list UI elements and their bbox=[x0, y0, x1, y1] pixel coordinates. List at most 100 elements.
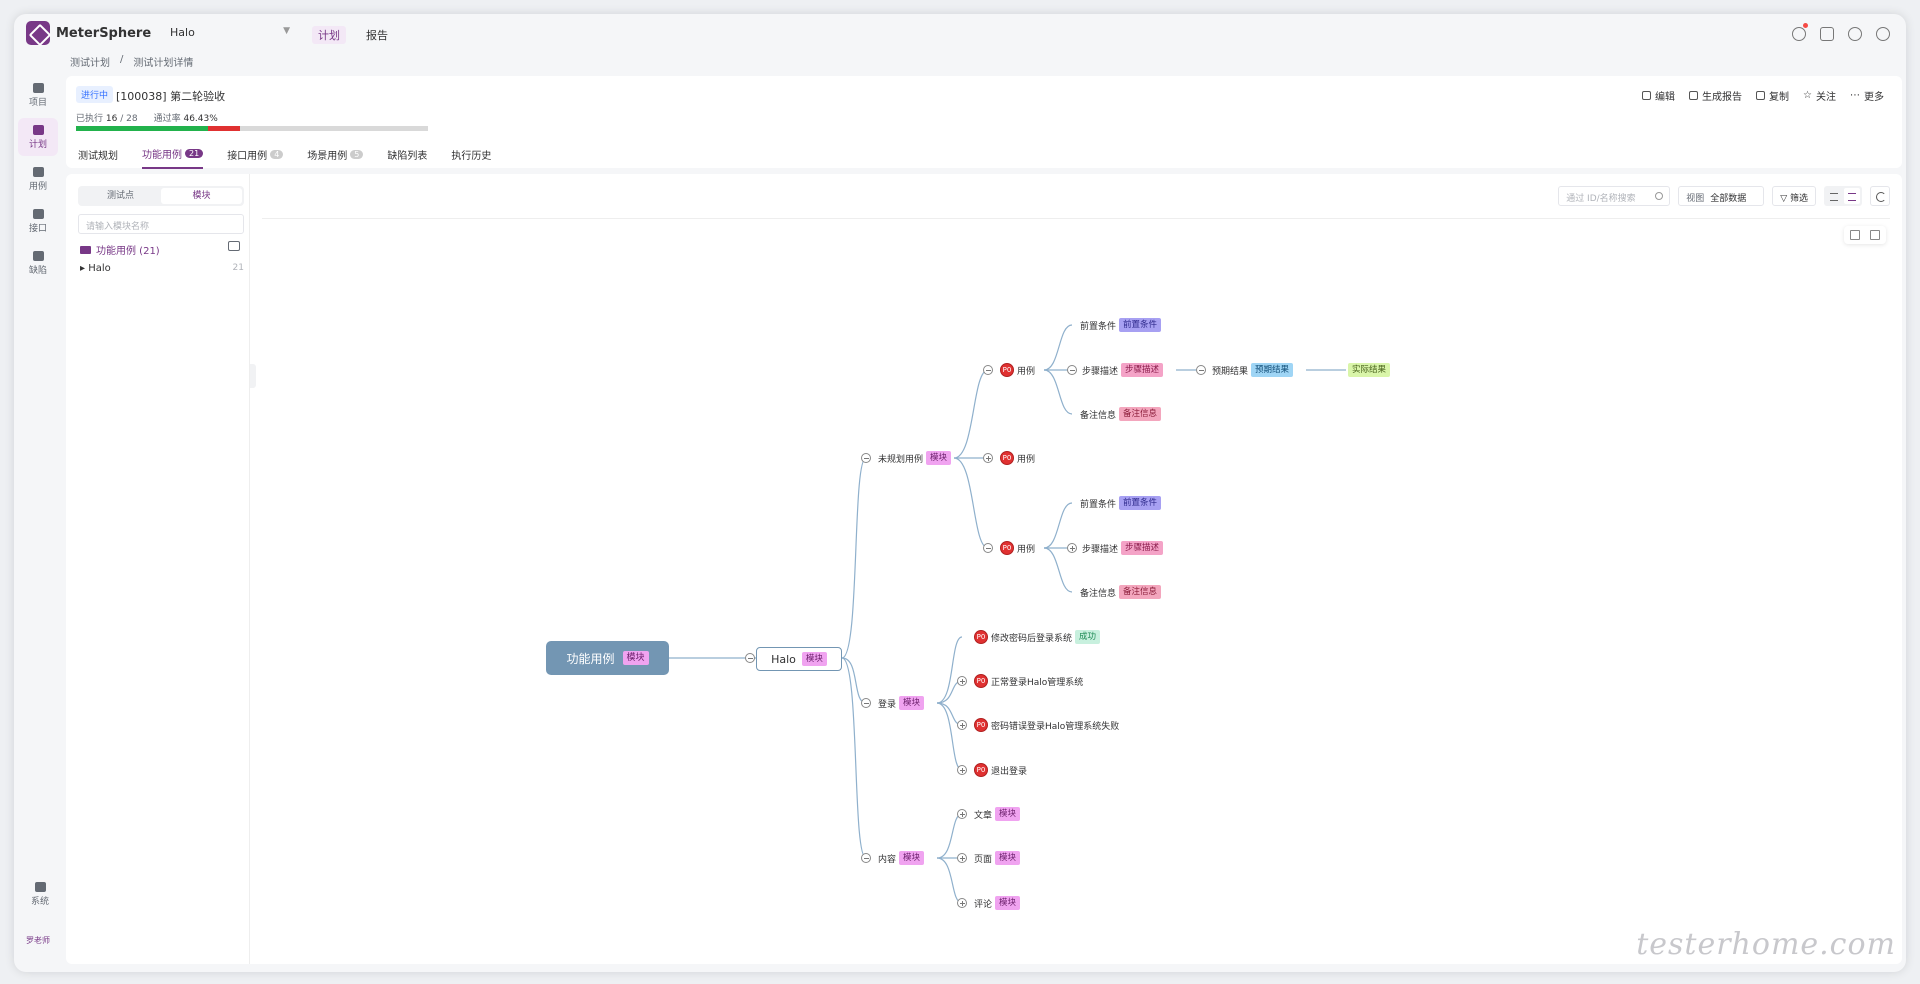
module-search-input[interactable]: 请输入模块名称 bbox=[78, 214, 244, 234]
expand-toggle-icon[interactable] bbox=[957, 765, 967, 775]
collapse-toggle-icon[interactable] bbox=[1196, 365, 1206, 375]
node-label: 前置条件 bbox=[1080, 321, 1117, 332]
remark-tag: 备注信息 bbox=[1119, 407, 1162, 421]
mindmap-node-precondition[interactable]: 前置条件 前置条件 bbox=[1080, 496, 1162, 510]
expand-toggle-icon[interactable] bbox=[957, 720, 967, 730]
collapse-toggle-icon[interactable] bbox=[861, 853, 871, 863]
follow-button[interactable]: ☆关注 bbox=[1803, 88, 1836, 103]
task-icon[interactable] bbox=[1820, 27, 1834, 41]
sidebar-item-api[interactable]: 接口 bbox=[18, 202, 58, 240]
edit-button[interactable]: 编辑 bbox=[1642, 88, 1675, 103]
project-name: Halo bbox=[170, 26, 195, 39]
tab-test-planning[interactable]: 测试规划 bbox=[78, 146, 118, 169]
collapse-toggle-icon[interactable] bbox=[983, 543, 993, 553]
sidebar-item-project[interactable]: 项目 bbox=[18, 76, 58, 114]
edit-icon bbox=[1642, 91, 1652, 100]
expand-toggle-icon[interactable] bbox=[983, 453, 993, 463]
mindmap-node-actual[interactable]: 实际结果 bbox=[1348, 363, 1391, 377]
node-label: 页面 bbox=[974, 854, 993, 865]
expand-toggle-icon[interactable] bbox=[957, 809, 967, 819]
mindmap-node-steps[interactable]: 步骤描述 步骤描述 bbox=[1082, 363, 1164, 377]
avatar[interactable]: 罗老师 bbox=[26, 936, 50, 945]
tree-root[interactable]: 功能用例 (21) bbox=[80, 242, 160, 257]
sidebar-item-plan[interactable]: 计划 bbox=[18, 118, 58, 156]
help-icon[interactable] bbox=[1848, 27, 1862, 41]
mindmap-node-case[interactable]: P0 用例 bbox=[1000, 363, 1035, 377]
node-label: 文章 bbox=[974, 810, 993, 821]
mindmap-node-precondition[interactable]: 前置条件 前置条件 bbox=[1080, 318, 1162, 332]
tab-exec-history[interactable]: 执行历史 bbox=[451, 146, 491, 169]
top-nav: MeterSphere Halo ▼ 计划 报告 bbox=[14, 14, 1906, 56]
list-view-icon[interactable] bbox=[1826, 188, 1842, 204]
search-placeholder: 通过 ID/名称搜索 bbox=[1566, 194, 1636, 204]
collapse-toggle-icon[interactable] bbox=[983, 365, 993, 375]
mindmap-node-comment[interactable]: 评论 模块 bbox=[974, 896, 1021, 910]
expand-toggle-icon[interactable] bbox=[957, 853, 967, 863]
mindmap-node-login-case[interactable]: P0 密码错误登录Halo管理系统失败 bbox=[974, 718, 1119, 732]
api-icon bbox=[32, 208, 44, 219]
sidebar-item-system[interactable]: 系统 bbox=[20, 875, 60, 913]
tree-item-halo[interactable]: ▸ Halo 21 bbox=[80, 263, 244, 274]
mindmap-node-steps[interactable]: 步骤描述 步骤描述 bbox=[1082, 541, 1164, 555]
sidebar-item-label: 计划 bbox=[28, 139, 47, 150]
mindmap-view-icon[interactable] bbox=[1844, 188, 1860, 204]
sidebar-item-bug[interactable]: 缺陷 bbox=[18, 244, 58, 282]
mindmap-node-login[interactable]: 登录 模块 bbox=[878, 696, 925, 710]
mindmap-node-login-case[interactable]: P0 退出登录 bbox=[974, 763, 1027, 777]
mindmap-root-node[interactable]: 功能用例 模块 bbox=[546, 641, 669, 675]
mindmap-node-unplanned[interactable]: 未规划用例 模块 bbox=[878, 451, 952, 465]
tab-bug-list[interactable]: 缺陷列表 bbox=[387, 146, 427, 169]
panel-collapse-handle[interactable] bbox=[250, 364, 256, 388]
mindmap-node-expected[interactable]: 预期结果 预期结果 bbox=[1212, 363, 1294, 377]
plan-header: 进行中 [100038] 第二轮验收 已执行 16 / 28 通过率 46.43… bbox=[66, 76, 1902, 169]
mindmap-node-page[interactable]: 页面 模块 bbox=[974, 851, 1021, 865]
menu-plan[interactable]: 计划 bbox=[312, 26, 346, 44]
tab-label: 测试规划 bbox=[78, 151, 118, 162]
filter-button[interactable]: ▽ 筛选 bbox=[1772, 186, 1816, 206]
mindmap-node-content[interactable]: 内容 模块 bbox=[878, 851, 925, 865]
refresh-icon[interactable] bbox=[1870, 186, 1890, 206]
case-search-input[interactable]: 通过 ID/名称搜索 bbox=[1558, 186, 1671, 206]
add-folder-icon[interactable] bbox=[228, 241, 240, 251]
project-selector[interactable]: Halo ▼ bbox=[170, 26, 290, 39]
mindmap-node-remark[interactable]: 备注信息 备注信息 bbox=[1080, 585, 1162, 599]
connector bbox=[953, 457, 989, 549]
user-icon[interactable] bbox=[1876, 27, 1890, 41]
collapse-all-icon[interactable] bbox=[1850, 230, 1860, 240]
segment-test-point[interactable]: 测试点 bbox=[106, 191, 134, 201]
mindmap-node-case[interactable]: P0 用例 bbox=[1000, 541, 1035, 555]
mindmap-node-case[interactable]: P0 用例 bbox=[1000, 451, 1035, 465]
collapse-toggle-icon[interactable] bbox=[1067, 365, 1077, 375]
generate-report-button[interactable]: 生成报告 bbox=[1689, 88, 1742, 103]
expand-toggle-icon[interactable] bbox=[1067, 543, 1077, 553]
sidebar-item-case[interactable]: 用例 bbox=[18, 160, 58, 198]
priority-p0-icon: P0 bbox=[1000, 363, 1014, 377]
node-label: 步骤描述 bbox=[1082, 366, 1119, 377]
collapse-toggle-icon[interactable] bbox=[745, 653, 755, 663]
fullscreen-icon[interactable] bbox=[1870, 230, 1880, 240]
more-button[interactable]: ⋯更多 bbox=[1850, 88, 1884, 103]
mindmap-node-halo[interactable]: Halo 模块 bbox=[756, 647, 842, 671]
expand-toggle-icon[interactable] bbox=[957, 898, 967, 908]
expand-toggle-icon[interactable] bbox=[957, 676, 967, 686]
executed-label: 已执行 bbox=[76, 114, 104, 124]
collapse-toggle-icon[interactable] bbox=[861, 453, 871, 463]
report-label: 生成报告 bbox=[1702, 92, 1743, 103]
logo[interactable]: MeterSphere bbox=[26, 21, 151, 45]
view-value: 全部数据 bbox=[1710, 194, 1747, 204]
menu-report[interactable]: 报告 bbox=[366, 29, 388, 42]
view-select[interactable]: 视图全部数据 bbox=[1678, 186, 1765, 206]
tab-label: 执行历史 bbox=[451, 151, 492, 162]
mindmap-node-remark[interactable]: 备注信息 备注信息 bbox=[1080, 407, 1162, 421]
mindmap-node-article[interactable]: 文章 模块 bbox=[974, 807, 1021, 821]
breadcrumb-plan[interactable]: 测试计划 bbox=[70, 58, 110, 69]
mindmap-node-login-case[interactable]: P0 修改密码后登录系统 成功 bbox=[974, 630, 1101, 644]
bell-icon[interactable] bbox=[1792, 23, 1808, 41]
segment-module[interactable]: 模块 bbox=[161, 188, 242, 204]
collapse-toggle-icon[interactable] bbox=[861, 698, 871, 708]
copy-button[interactable]: 复制 bbox=[1756, 88, 1789, 103]
mindmap-node-login-case[interactable]: P0 正常登录Halo管理系统 bbox=[974, 674, 1083, 688]
